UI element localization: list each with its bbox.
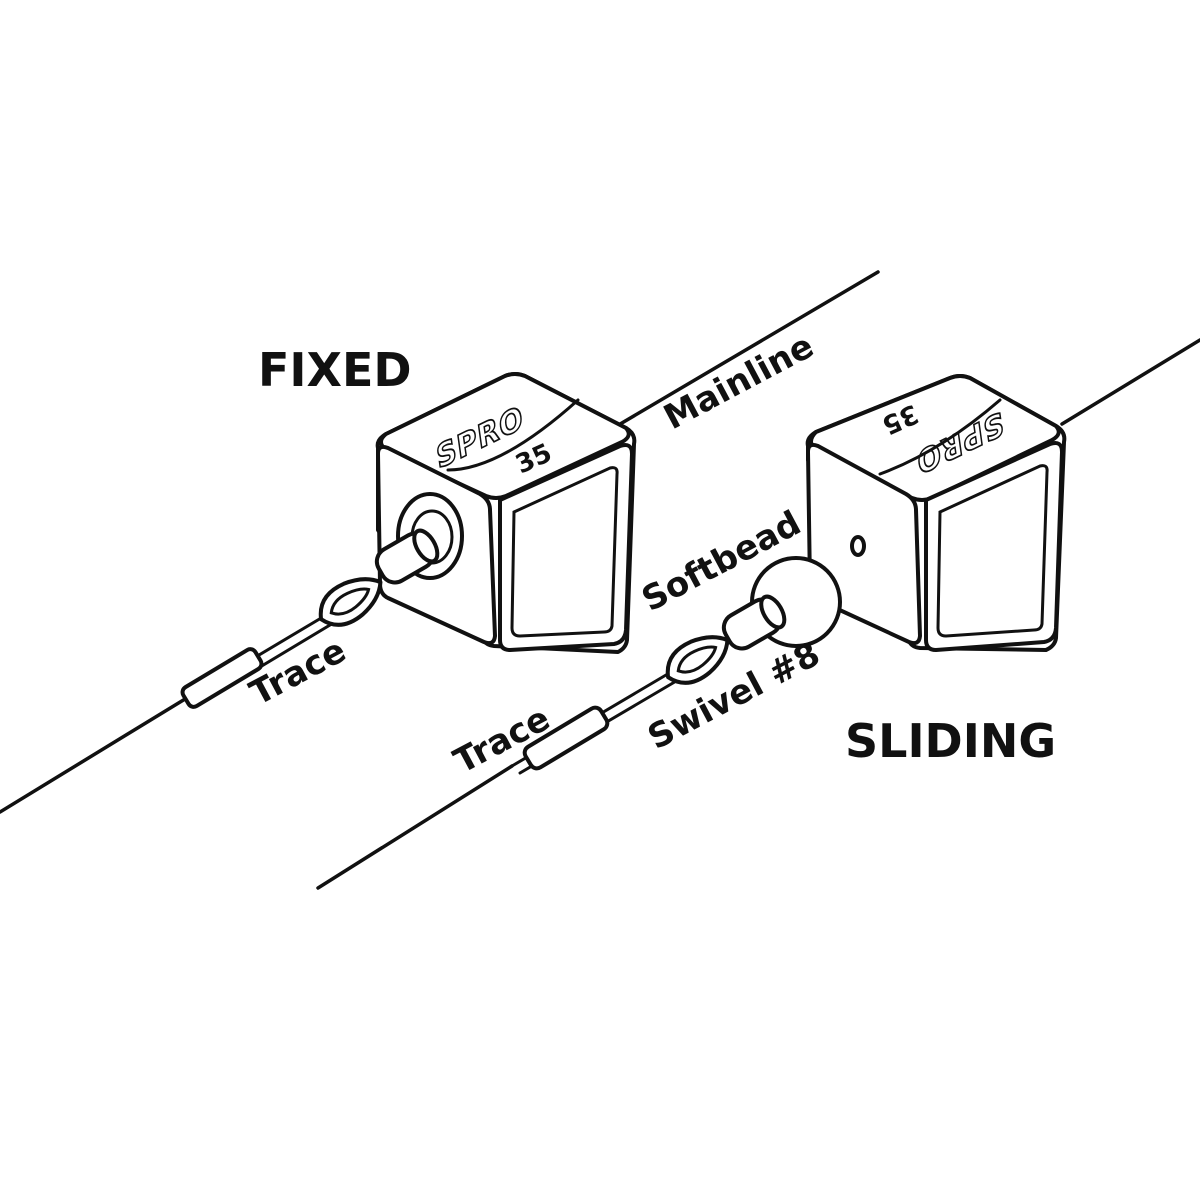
fixed-rig: SPRO 35 <box>0 270 880 814</box>
sliding-mainline <box>1060 338 1200 426</box>
fixed-mainline <box>608 270 880 432</box>
fixed-swivel <box>318 577 383 627</box>
swivel-label: Swivel #8 <box>641 634 826 758</box>
sliding-weight-hole <box>850 535 866 557</box>
mainline-label: Mainline <box>657 326 820 438</box>
fixed-heading: FIXED <box>258 343 412 397</box>
sliding-heading: SLIDING <box>845 714 1056 768</box>
sliding-swivel-sleeve <box>721 594 787 651</box>
sliding-rig: SPRO 35 <box>316 338 1200 890</box>
sliding-leader-line <box>316 764 514 890</box>
sliding-swivel <box>665 635 730 685</box>
fixed-leader-line <box>0 694 192 814</box>
fixed-lead-weight: SPRO 35 <box>375 372 637 654</box>
sliding-lead-weight: SPRO 35 <box>805 374 1067 652</box>
fixed-swivel-sleeve <box>374 528 440 585</box>
fixed-trace-sleeve <box>180 647 264 709</box>
sliding-trace-sleeve <box>522 705 610 771</box>
